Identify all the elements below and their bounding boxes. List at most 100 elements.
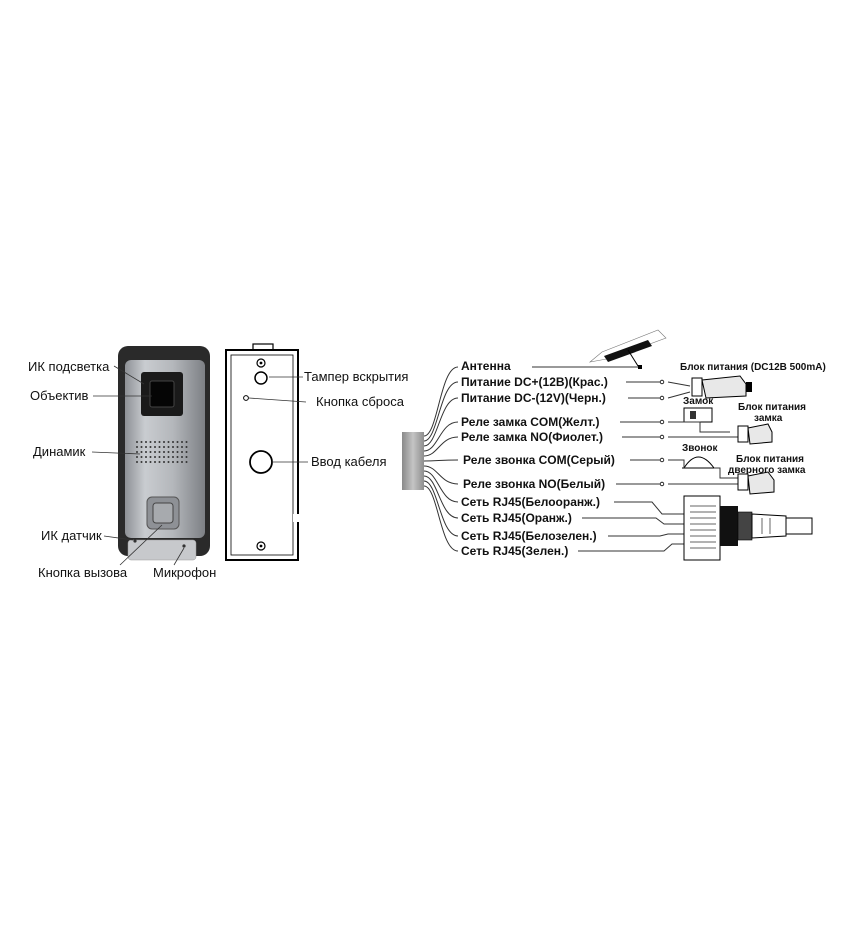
- label-lock: Замок: [683, 396, 714, 407]
- fan-wire: [423, 480, 459, 537]
- term-4: [659, 434, 665, 440]
- fan-wire: [423, 470, 459, 503]
- speaker-hole: [185, 441, 188, 443]
- speaker-hole: [145, 451, 147, 453]
- wire-fan: [423, 366, 459, 552]
- psu-body: [701, 375, 747, 399]
- psu-plug: [691, 377, 703, 397]
- speaker-hole: [172, 446, 174, 448]
- label-speaker: Динамик: [33, 444, 86, 459]
- back-screw-top-center: [259, 361, 263, 365]
- speaker-hole: [167, 451, 170, 453]
- speaker-hole: [163, 446, 165, 448]
- lead-rj45-o: [582, 517, 690, 525]
- leader-speaker: [91, 451, 141, 455]
- label-tamper: Тампер вскрытия: [304, 369, 408, 384]
- fan-wire: [423, 366, 459, 437]
- label-cable-entry: Ввод кабеля: [311, 454, 387, 469]
- speaker-hole: [167, 461, 170, 463]
- rj45-terminal-block: [683, 495, 721, 561]
- label-call-button: Кнопка вызова: [38, 565, 128, 580]
- leader-reset: [248, 397, 307, 403]
- speaker-hole: [172, 456, 174, 458]
- speaker-hole: [185, 451, 188, 453]
- cable-bundle: [402, 432, 424, 490]
- term-2: [659, 395, 665, 401]
- microphone-dot: [182, 544, 186, 548]
- speaker-hole: [145, 441, 147, 443]
- speaker-hole: [158, 441, 161, 443]
- speaker-hole: [136, 461, 138, 463]
- wire-label-rj45-o: Сеть RJ45(Оранж.): [461, 511, 572, 525]
- bell: Звонок Блок питания дверного замка: [668, 443, 806, 495]
- label-bell-power-1: Блок питания: [736, 454, 804, 465]
- speaker-hole: [181, 446, 183, 448]
- lock-bolt: [690, 411, 696, 419]
- wire-leads: [532, 365, 690, 552]
- speaker-hole: [176, 441, 179, 443]
- speaker-hole: [167, 441, 170, 443]
- leader-ir-light: [113, 365, 145, 385]
- label-lock-power-1: Блок питания: [738, 402, 806, 413]
- fan-wire: [423, 421, 459, 452]
- back-panel: [225, 343, 303, 561]
- speaker-hole: [145, 446, 147, 448]
- speaker-hole: [136, 441, 138, 443]
- speaker-hole: [163, 441, 165, 443]
- wire-label-bell-com: Реле звонка COM(Серый): [463, 453, 615, 467]
- tamper-switch: [254, 371, 268, 385]
- speaker-hole: [158, 461, 161, 463]
- wire-label-rj45-wg: Сеть RJ45(Белозелен.): [461, 529, 597, 543]
- fan-wire: [423, 485, 459, 552]
- leader-microphone: [173, 547, 185, 566]
- lock-wire-1: [668, 421, 730, 433]
- rj45-jack: [720, 506, 738, 546]
- speaker-hole: [176, 451, 179, 453]
- term-5: [659, 457, 665, 463]
- wire-label-dc-plus: Питание DC+(12В)(Крас.): [461, 375, 608, 389]
- fan-wire: [423, 381, 459, 442]
- rj45-cable: [785, 517, 813, 535]
- lead-rj45-g: [578, 543, 690, 552]
- term-1: [659, 379, 665, 385]
- fan-wire: [423, 475, 459, 519]
- fan-wire: [423, 436, 459, 457]
- bell-wire-1: [668, 459, 685, 468]
- bell-psu-plug: [737, 473, 749, 491]
- speaker-hole: [181, 441, 183, 443]
- speaker-hole: [176, 461, 179, 463]
- term-3: [659, 419, 665, 425]
- speaker-hole: [154, 441, 156, 443]
- speaker-hole: [181, 461, 183, 463]
- speaker-hole: [181, 456, 183, 458]
- leader-call-button: [119, 524, 163, 566]
- wire-label-antenna: Антенна: [461, 359, 511, 373]
- speaker-hole: [140, 461, 143, 463]
- wire-label-lock-no: Реле замка NO(Фиолет.): [461, 430, 603, 444]
- label-bell-power-2: дверного замка: [728, 465, 806, 476]
- rj45-jack-collar: [737, 511, 753, 541]
- speaker-hole: [149, 456, 152, 458]
- speaker-hole: [181, 451, 183, 453]
- antenna-shadow: [588, 329, 667, 363]
- psu-prongs: [746, 382, 752, 392]
- wire-label-rj45-g: Сеть RJ45(Зелен.): [461, 544, 568, 558]
- speaker-hole: [145, 456, 147, 458]
- speaker-hole: [149, 451, 152, 453]
- label-ir-sensor: ИК датчик: [41, 528, 102, 543]
- speaker-hole: [163, 456, 165, 458]
- power-supply: Блок питания (DC12В 500mA): [667, 362, 826, 399]
- speaker-hole: [140, 451, 143, 453]
- term-6: [659, 481, 665, 487]
- speaker-hole: [176, 456, 179, 458]
- back-side-notch: [293, 514, 303, 522]
- speaker-hole: [149, 446, 152, 448]
- speaker-hole: [163, 451, 165, 453]
- antenna-lead: [627, 349, 639, 367]
- bell-dome: [683, 456, 715, 469]
- speaker-hole: [158, 446, 161, 448]
- terminals: [659, 379, 665, 487]
- label-lock-power-2: замка: [754, 413, 783, 424]
- label-bell: Звонок: [682, 443, 719, 454]
- speaker-hole: [149, 441, 152, 443]
